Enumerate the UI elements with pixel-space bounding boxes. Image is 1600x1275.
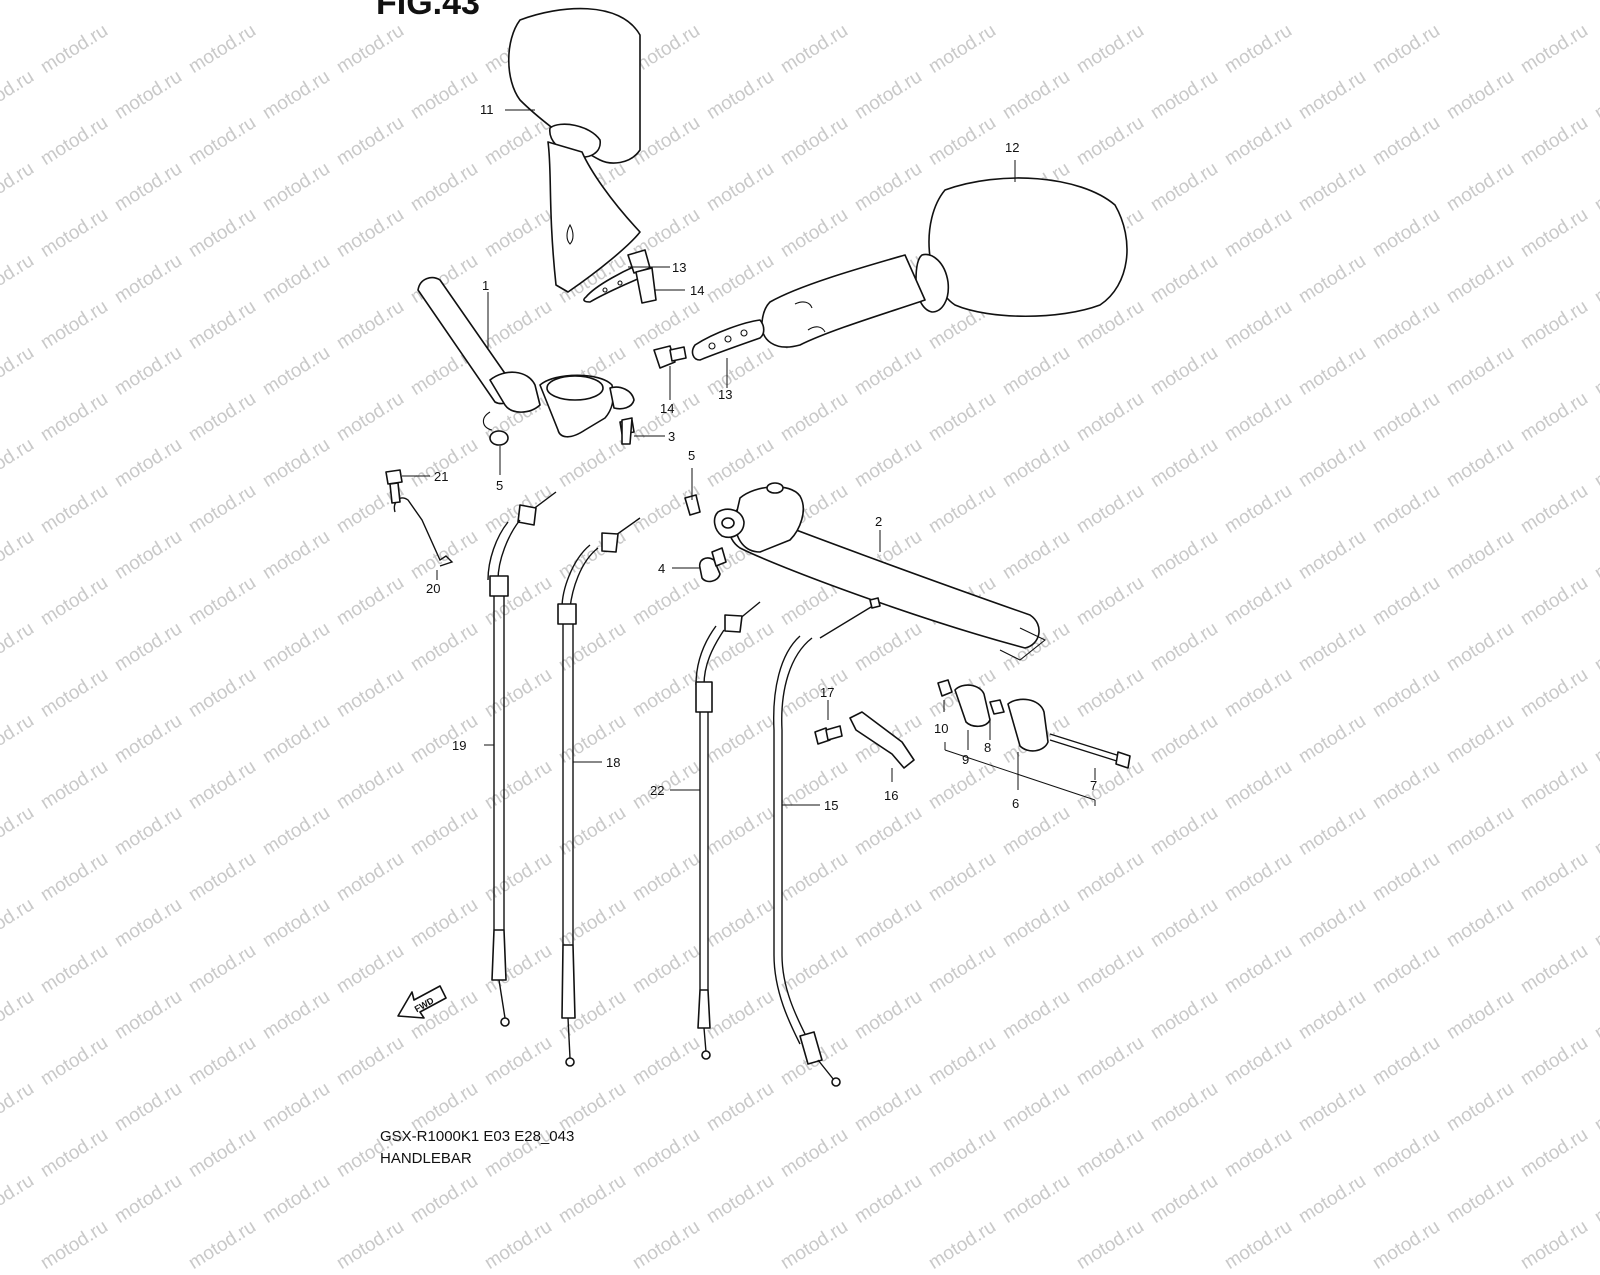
callout-14-lower: 14 bbox=[660, 401, 674, 416]
throttle-cable-1 bbox=[487, 491, 557, 1027]
callout-3: 3 bbox=[668, 429, 675, 444]
callout-15: 15 bbox=[824, 798, 838, 813]
bar-end-weight-set bbox=[937, 679, 1131, 769]
handlebar-bolt bbox=[619, 417, 635, 445]
forward-direction-arrow: FWD bbox=[397, 985, 447, 1019]
callout-11: 11 bbox=[480, 102, 494, 117]
callout-12: 12 bbox=[1005, 140, 1019, 155]
callout-8: 8 bbox=[984, 740, 991, 755]
callout-18: 18 bbox=[606, 755, 620, 770]
callout-9: 9 bbox=[962, 752, 969, 767]
callout-7: 7 bbox=[1090, 778, 1097, 793]
watermark-text: motod.ru bbox=[184, 1216, 260, 1274]
handlebar-parts-diagram: 11 12 1 13 14 14 13 3 5 21 20 5 2 4 19 1… bbox=[385, 7, 1131, 1087]
callout-5-left: 5 bbox=[496, 478, 503, 493]
watermark-text: motod.ru bbox=[1072, 1216, 1148, 1274]
left-handlebar bbox=[417, 276, 635, 446]
cable-guide bbox=[393, 497, 454, 567]
choke-cable bbox=[695, 601, 761, 1060]
watermark-text: motod.ru bbox=[1516, 1216, 1592, 1274]
watermark-text: motod.ru bbox=[776, 1216, 852, 1274]
callout-4: 4 bbox=[658, 561, 665, 576]
watermark-text: motod.ru bbox=[1368, 1216, 1444, 1274]
callout-13-lower: 13 bbox=[718, 387, 732, 402]
watermark-text: motod.ru bbox=[332, 1216, 408, 1274]
right-handlebar bbox=[684, 482, 1047, 661]
left-mirror bbox=[507, 7, 641, 293]
callout-13-upper: 13 bbox=[672, 260, 686, 275]
handlebar-right-bolt bbox=[698, 547, 727, 583]
watermark-text: motod.ru bbox=[480, 1216, 556, 1274]
model-code: GSX-R1000K1 E03 E28_043 bbox=[380, 1128, 575, 1145]
watermark-text: motod.ru bbox=[628, 1216, 704, 1274]
callout-1: 1 bbox=[482, 278, 489, 293]
figure-label: FIG.43 bbox=[376, 0, 480, 22]
mirror-bolt-lower bbox=[653, 345, 687, 369]
throttle-cable-2 bbox=[557, 517, 641, 1067]
watermark-text: motod.ru bbox=[36, 1216, 112, 1274]
callout-5-right: 5 bbox=[688, 448, 695, 463]
clutch-cable bbox=[773, 597, 881, 1087]
callout-16: 16 bbox=[884, 788, 898, 803]
right-mirror bbox=[761, 177, 1128, 348]
callout-17: 17 bbox=[820, 685, 834, 700]
callout-22: 22 bbox=[650, 783, 664, 798]
callout-14-upper: 14 bbox=[690, 283, 704, 298]
callout-6: 6 bbox=[1012, 796, 1019, 811]
cable-bracket-bolt bbox=[814, 725, 843, 745]
diagram-title: HANDLEBAR bbox=[380, 1150, 472, 1167]
callout-2: 2 bbox=[875, 514, 882, 529]
cable-guide-bolt bbox=[385, 469, 403, 504]
watermark-text: motod.ru bbox=[1220, 1216, 1296, 1274]
cable-bracket bbox=[849, 711, 915, 769]
watermark-text: motod.ru bbox=[924, 1216, 1000, 1274]
mirror-spacer-lower bbox=[691, 319, 765, 361]
callout-20: 20 bbox=[426, 581, 440, 596]
callout-10: 10 bbox=[934, 721, 948, 736]
callout-19: 19 bbox=[452, 738, 466, 753]
callout-21: 21 bbox=[434, 469, 448, 484]
